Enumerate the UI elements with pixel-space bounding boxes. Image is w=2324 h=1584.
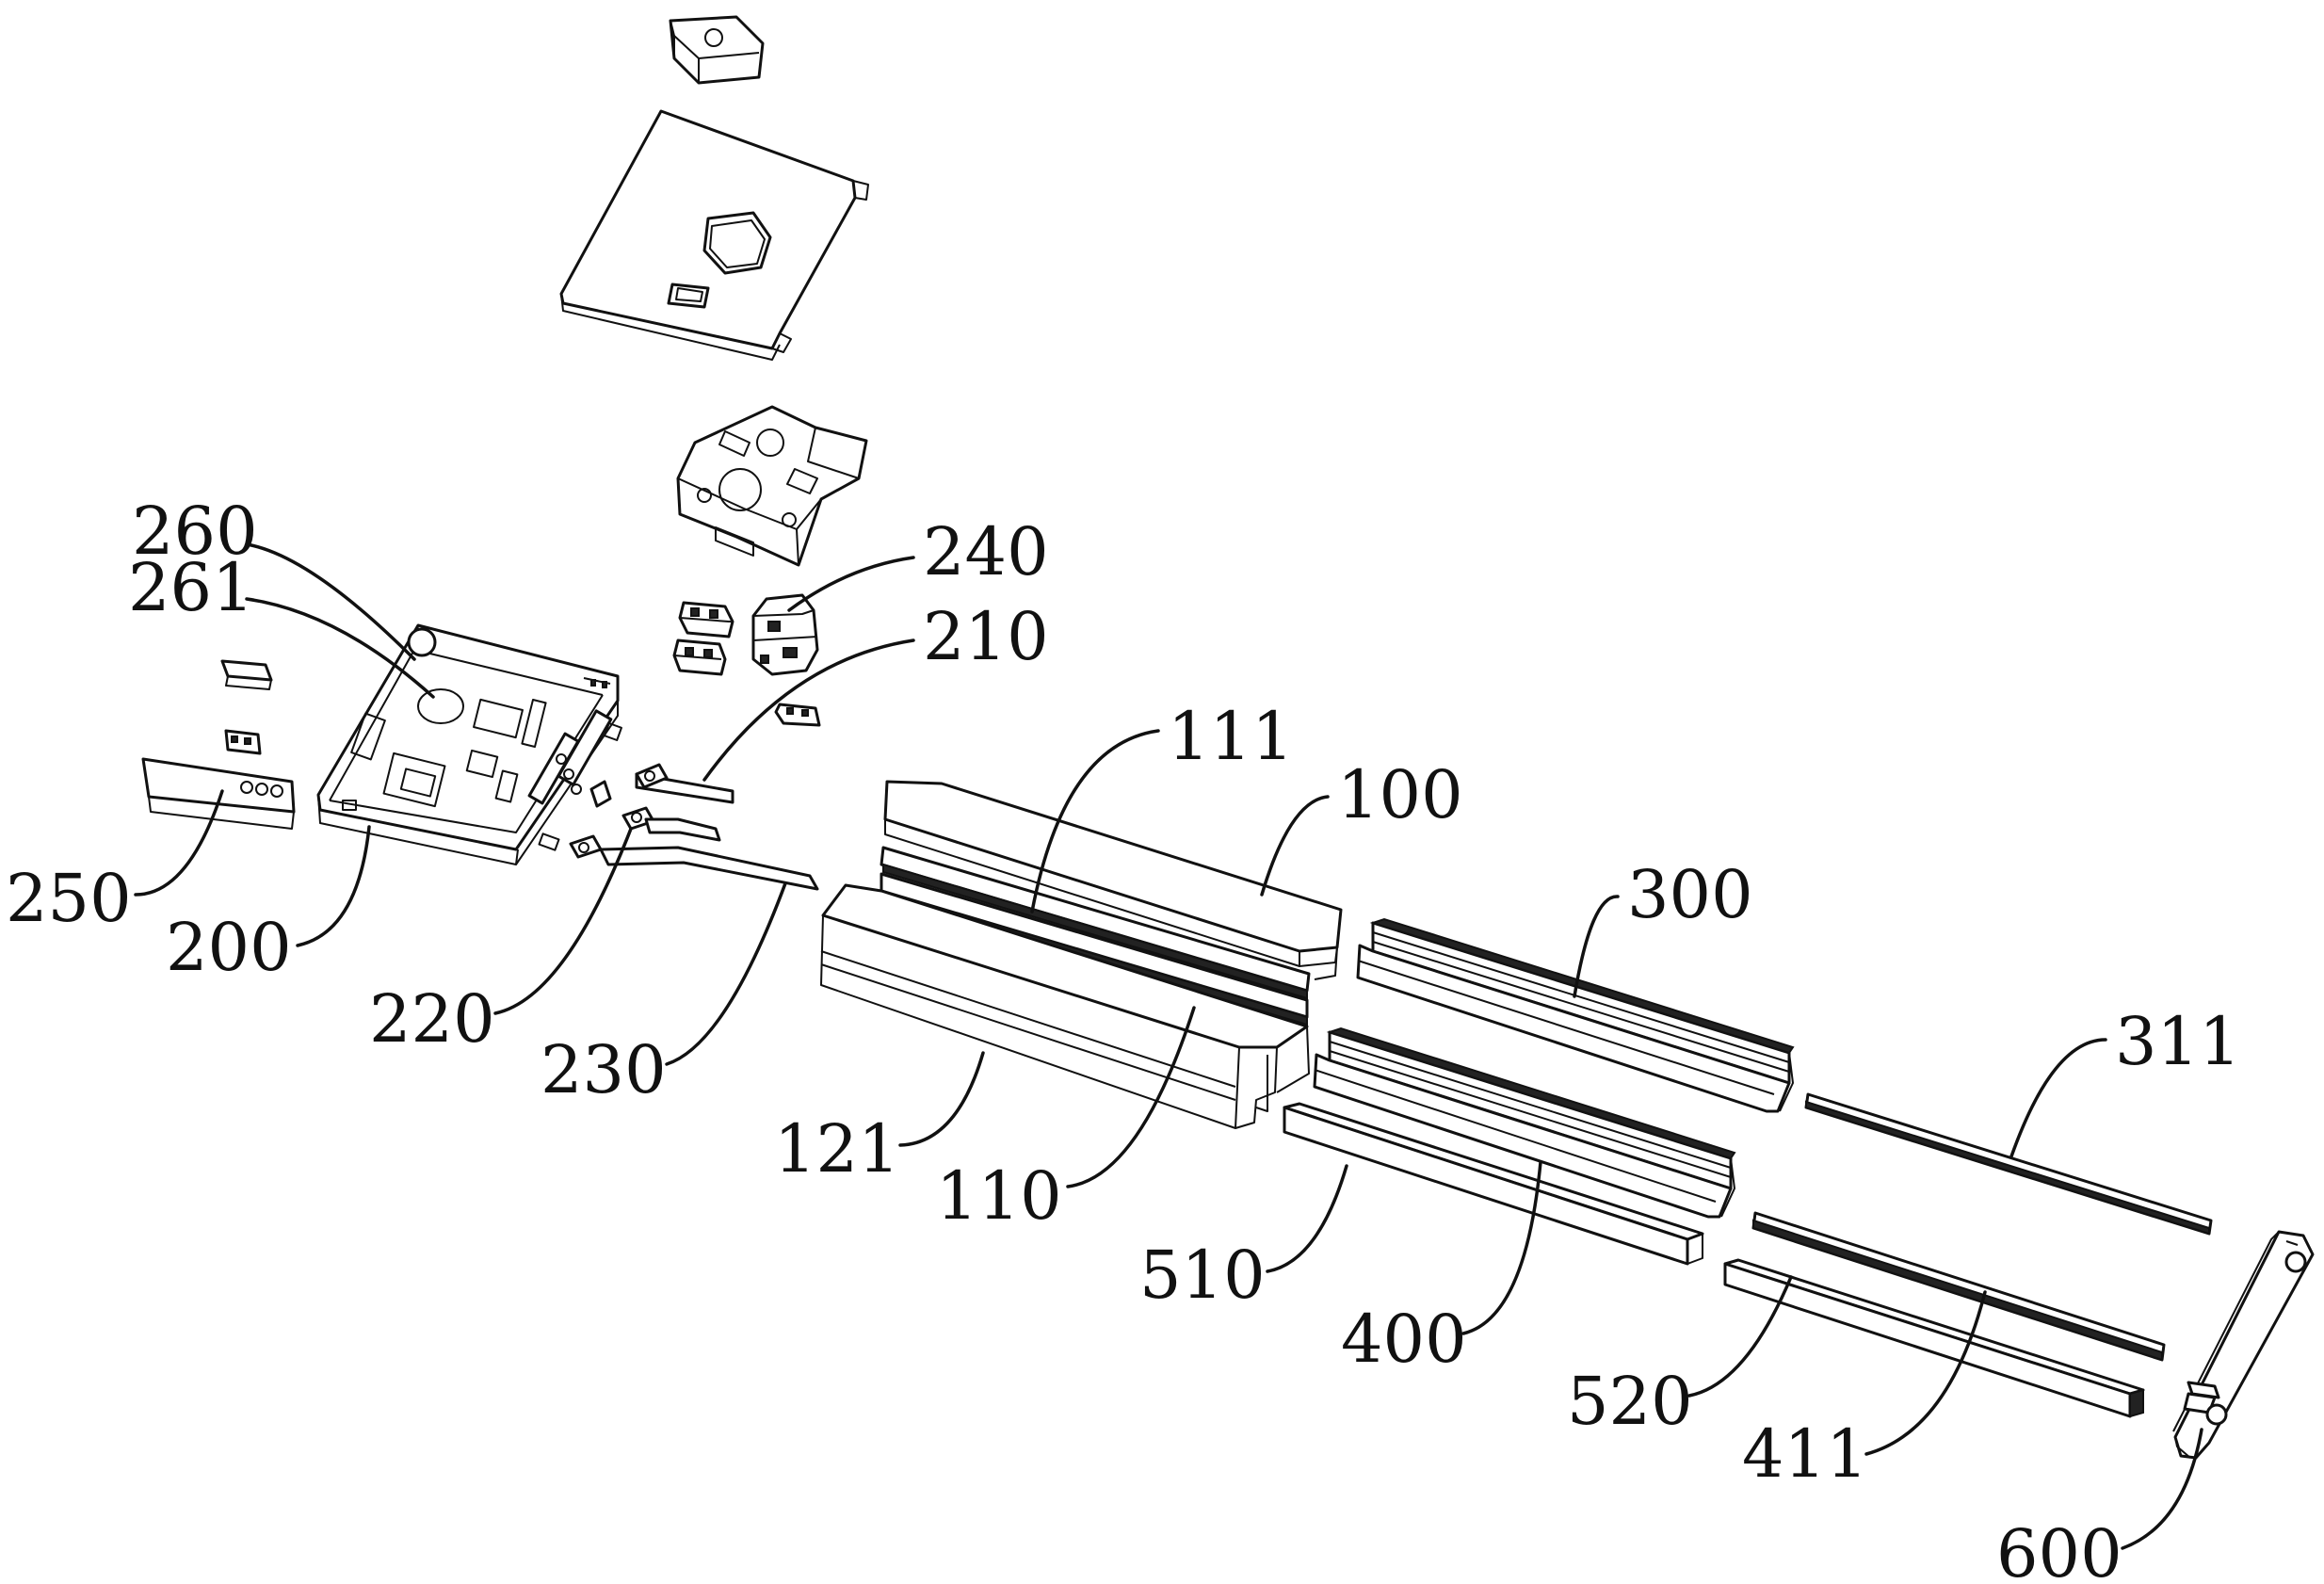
leader-411 — [1864, 1290, 1987, 1456]
leader-260 — [245, 542, 416, 661]
leader-300 — [1573, 895, 1620, 998]
insert-strip-311 — [1804, 1092, 2213, 1236]
switch-components — [672, 593, 821, 727]
top-cover-plate — [559, 109, 869, 361]
leader-100 — [1260, 795, 1330, 897]
label-520: 520 — [1567, 1363, 1693, 1440]
leader-400 — [1461, 1160, 1542, 1335]
terminal-strip-210 — [635, 763, 734, 804]
label-230: 230 — [541, 1031, 667, 1108]
leader-240 — [787, 556, 915, 612]
bracket-part — [676, 405, 868, 567]
label-510: 510 — [1139, 1236, 1266, 1314]
label-411: 411 — [1742, 1415, 1868, 1493]
leader-250 — [134, 789, 224, 897]
end-cap-600 — [2172, 1230, 2315, 1460]
leader-110 — [1066, 1006, 1196, 1188]
leader-311 — [2009, 1038, 2107, 1158]
label-311: 311 — [2115, 1003, 2241, 1080]
leader-220 — [493, 827, 633, 1015]
rail-300 — [1356, 917, 1795, 1113]
control-box-housing — [316, 623, 622, 865]
label-100: 100 — [1337, 756, 1463, 833]
leader-210 — [702, 638, 915, 782]
leader-111 — [1030, 729, 1160, 913]
label-300: 300 — [1627, 856, 1753, 933]
reference-labels: 260 261 240 210 111 100 250 200 300 220 … — [6, 493, 2241, 1584]
main-profile-100 — [820, 780, 1343, 1129]
label-600: 600 — [1996, 1515, 2122, 1584]
label-250: 250 — [6, 860, 132, 937]
front-panel-250 — [141, 757, 296, 830]
leader-520 — [1687, 1275, 1793, 1398]
label-260: 260 — [132, 493, 258, 570]
label-111: 111 — [1168, 698, 1294, 775]
display-window-part — [220, 659, 273, 690]
leader-600 — [2121, 1428, 2203, 1550]
insert-strip-411 — [1751, 1211, 2166, 1362]
spacer-plate — [589, 780, 612, 808]
strip-520 — [1723, 1258, 2145, 1418]
label-261: 261 — [128, 549, 254, 626]
leader-121 — [898, 1051, 985, 1147]
top-knob-part — [669, 15, 765, 85]
leader-200 — [296, 825, 371, 947]
leader-230 — [665, 881, 787, 1066]
indicator-component — [224, 729, 262, 755]
label-121: 121 — [774, 1110, 900, 1188]
label-200: 200 — [166, 909, 292, 986]
rail-400 — [1313, 1026, 1736, 1219]
label-400: 400 — [1341, 1301, 1467, 1378]
label-210: 210 — [923, 598, 1049, 675]
label-110: 110 — [936, 1157, 1062, 1235]
leader-lines — [134, 542, 2203, 1550]
conductor-strip-230 — [599, 846, 819, 891]
leader-261 — [245, 597, 435, 699]
label-220: 220 — [369, 980, 495, 1058]
label-240: 240 — [923, 513, 1049, 590]
strip-510 — [1283, 1102, 1704, 1266]
leader-510 — [1266, 1164, 1348, 1273]
